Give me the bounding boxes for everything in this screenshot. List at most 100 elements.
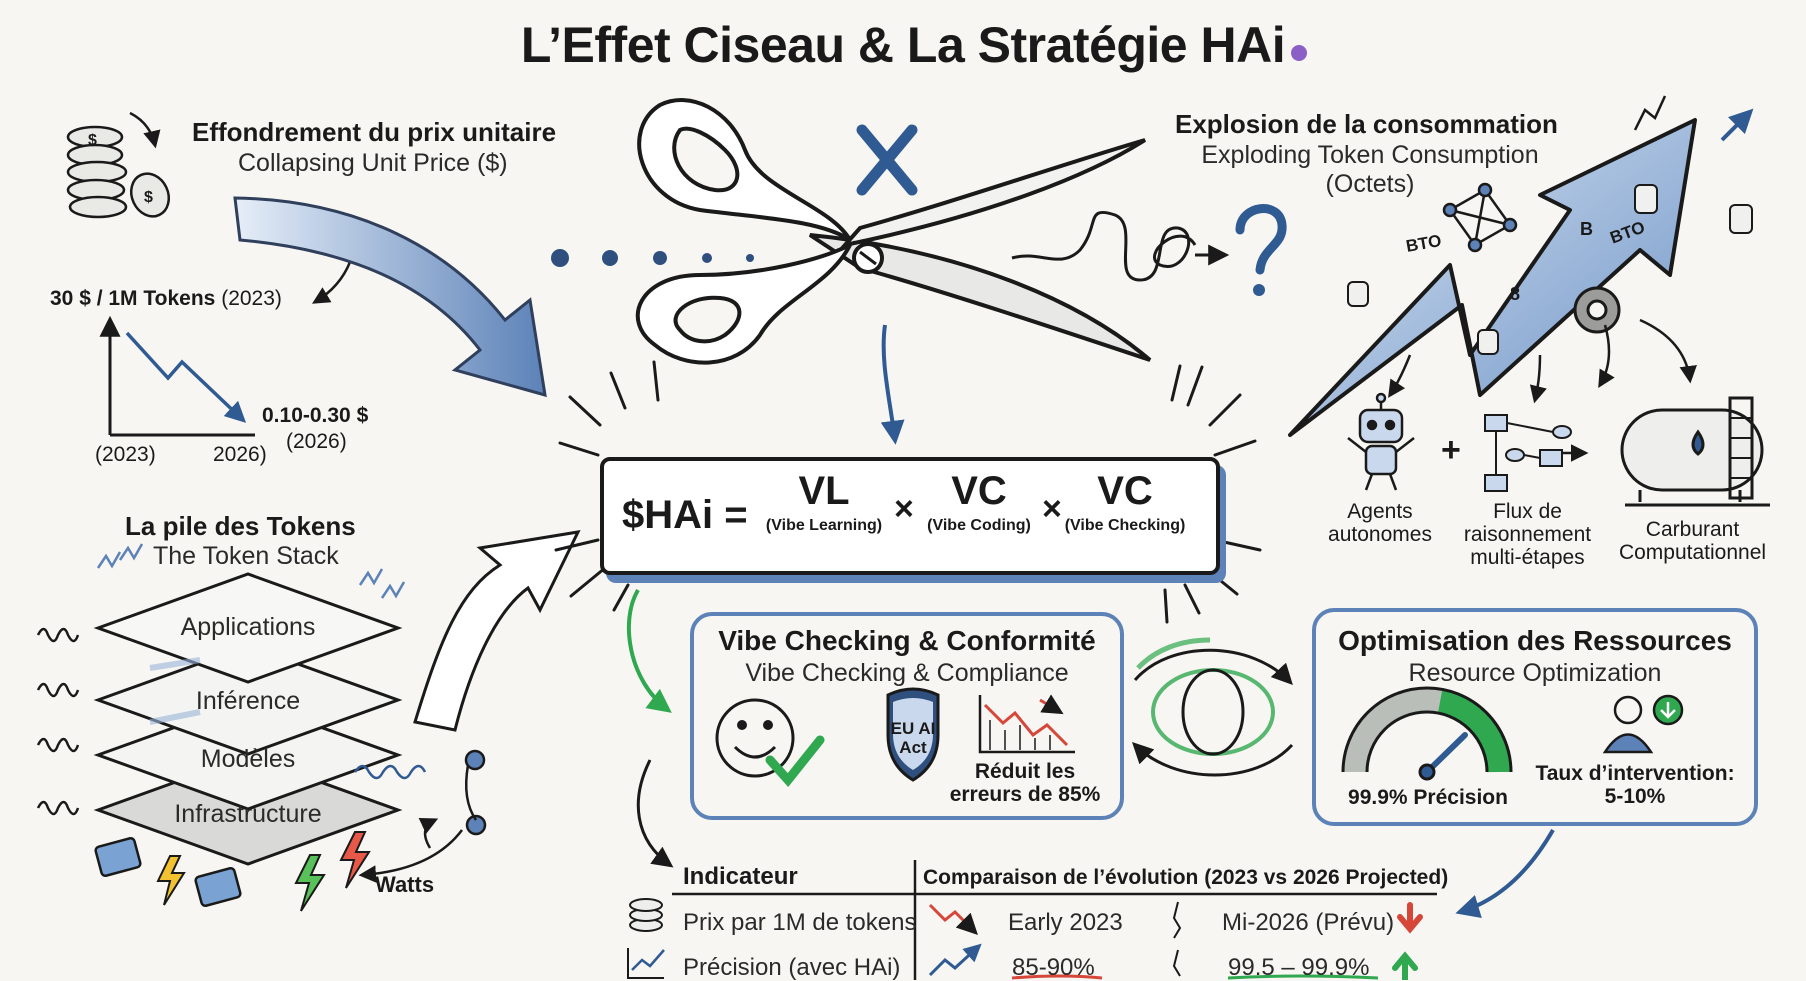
down-arrow-icon	[1397, 902, 1423, 934]
flow-reasoning-line3: multi-étapes	[1470, 546, 1585, 570]
trend-up-icon	[928, 943, 982, 977]
scissors-to-formula-arrow	[880, 324, 905, 445]
layer-inference: Inférence	[195, 687, 301, 715]
table-col1-header: Indicateur	[683, 863, 798, 890]
arrow-glyph-2: B	[1580, 219, 1593, 239]
stack-to-formula-arrow	[413, 530, 581, 732]
fuel-tank-icon	[1620, 396, 1770, 507]
optimisation-heading: Optimisation des Ressources	[1338, 625, 1732, 656]
flow-reasoning-line1: Flux de	[1493, 500, 1562, 523]
flow-fuel-label: Carburant Computationnel	[1610, 518, 1775, 564]
error-chart-icon	[978, 694, 1075, 754]
formula-term-vl-full: (Vibe Learning)	[765, 517, 883, 534]
energy-squiggles	[36, 543, 427, 816]
row2-indicator: Précision (avec HAi)	[683, 954, 901, 981]
price-start-year: (2023)	[221, 287, 282, 310]
shield-line2: Act	[899, 737, 927, 757]
scissors-icon	[635, 98, 1152, 365]
formula-times-1: ×	[894, 490, 914, 528]
gauge-label: 99.9% Précision	[1348, 786, 1508, 809]
title-dot-decoration	[1291, 45, 1307, 61]
token-stack-heading: La pile des Tokens	[125, 511, 356, 541]
gear-icon	[1573, 286, 1621, 334]
row1-early: Early 2023	[1008, 909, 1123, 936]
row2-early: 85-90%	[1012, 954, 1095, 981]
vibe-checking-heading: Vibe Checking & Conformité	[718, 625, 1096, 656]
vibe-checking-panel	[690, 612, 1124, 820]
formula-term-vc2-full: (Vibe Checking)	[1064, 517, 1186, 534]
optimisation-subheading: Resource Optimization	[1408, 659, 1662, 687]
table-grid	[672, 860, 1437, 980]
watts-label: Watts	[375, 872, 435, 897]
price-collapse-arrow	[233, 196, 547, 398]
intervention-line2: 5-10%	[1604, 785, 1666, 809]
formula-box: $HAi = VL (Vibe Learning) × VC (Vibe Cod…	[600, 457, 1220, 575]
formula-term-vc1-full: (Vibe Coding)	[927, 517, 1031, 534]
tangle-line	[1011, 210, 1197, 282]
formula-term-vl-abbr: VL	[798, 469, 850, 513]
flow-fuel-line2: Computationnel	[1618, 541, 1767, 565]
shield-line1: EU AI	[890, 719, 936, 738]
formula-term-vl: VL (Vibe Learning)	[754, 469, 894, 535]
price-heading: Effondrement du prix unitaire	[192, 117, 557, 147]
smiley-icon	[715, 698, 795, 778]
row1-indicator: Prix par 1M de tokens	[683, 909, 917, 936]
flow-agents-label: Agents autonomes	[1320, 500, 1440, 546]
trend-down-icon	[928, 903, 978, 935]
price-start-value: 30 $ / 1M Tokens	[50, 287, 216, 310]
cycle-arrows	[1133, 648, 1293, 686]
svg-text:$: $	[88, 132, 97, 149]
flow-fuel-line1: Carburant	[1645, 518, 1740, 541]
optimisation-panel	[1312, 608, 1758, 826]
layer-infrastructure: Infrastructure	[174, 800, 322, 828]
formula-term-vc1: VC (Vibe Coding)	[909, 469, 1049, 535]
x-mark-icon	[856, 124, 918, 196]
up-arrow-icon	[1392, 951, 1418, 980]
consumption-subheading-1: Exploding Token Consumption	[1201, 141, 1539, 169]
formula-term-vc2: VC (Vibe Checking)	[1050, 469, 1200, 535]
flow-reasoning-line2: raisonnement	[1463, 523, 1592, 547]
formula-term-vc1-abbr: VC	[951, 469, 1007, 513]
checkmark-icon	[765, 735, 825, 787]
error-stat-line2: erreurs de 85%	[949, 783, 1101, 807]
burst-lines	[554, 360, 1262, 624]
price-line-chart	[99, 315, 255, 437]
svg-text:$: $	[144, 189, 153, 206]
row1-mid: Mi-2026 (Prévu)	[1222, 909, 1395, 936]
token-stack-layers	[93, 572, 403, 866]
table-col2-header: Comparaison de l’évolution (2023 vs 2026…	[923, 866, 1449, 889]
dotted-line	[551, 249, 754, 267]
vibe-checking-subheading: Vibe Checking & Compliance	[745, 659, 1069, 687]
chip-icons	[94, 836, 242, 908]
error-reduction-stat: Réduit les erreurs de 85%	[940, 760, 1110, 806]
axis-start-label: (2023)	[95, 443, 156, 466]
table-coin-icon	[629, 898, 663, 932]
formula-times-2: ×	[1042, 490, 1062, 528]
axis-end-label: 2026)	[213, 443, 267, 466]
intervention-line1: Taux d’intervention:	[1535, 762, 1735, 785]
connector-dots	[358, 749, 487, 883]
person-icon	[1602, 694, 1684, 754]
formula-lhs: $HAi =	[622, 493, 748, 537]
layer-applications: Applications	[180, 613, 316, 641]
token-stack-subheading: The Token Stack	[153, 542, 339, 570]
flowchart-icon	[1484, 414, 1572, 492]
price-end-year: (2026)	[286, 430, 347, 453]
page-title: L’Effet Ciseau & La Stratégie HAi	[520, 17, 1286, 73]
layer-models: Modèles	[200, 745, 296, 773]
consumption-rise-arrow	[1288, 118, 1697, 437]
flow-agents-line1: Agents	[1347, 500, 1413, 523]
network-icon	[1442, 182, 1518, 253]
lightning-icons	[156, 831, 371, 912]
flow-reasoning-label: Flux de raisonnement multi-étapes	[1455, 500, 1600, 569]
intervention-rate: Taux d’intervention: 5-10%	[1530, 762, 1740, 808]
robot-icon	[1347, 392, 1415, 491]
consumption-heading: Explosion de la consommation	[1175, 109, 1558, 139]
database-icons	[1347, 184, 1753, 355]
arrow-glyph-3: 8	[1510, 284, 1521, 304]
row2-mid: 99.5 – 99.9%	[1228, 954, 1370, 981]
flow-agents-line2: autonomes	[1328, 523, 1432, 547]
table-chart-icon	[627, 948, 665, 979]
price-subheading: Collapsing Unit Price ($)	[238, 149, 508, 177]
